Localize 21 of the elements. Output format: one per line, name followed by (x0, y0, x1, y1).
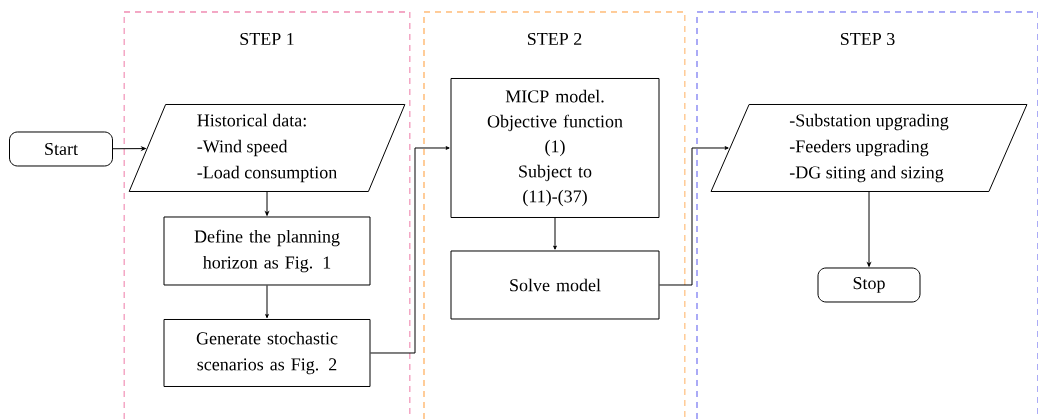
arrow (265, 285, 269, 319)
data-parallelogram: Historical data: -Wind speed -Load consumption (128, 104, 406, 192)
data-parallelogram: -Substation upgrading -Feeders upgrading -DG siting and sizing (710, 104, 1028, 192)
step-panel (123, 11, 411, 419)
step-heading: STEP 1 (240, 32, 294, 46)
arrow (112, 146, 146, 151)
arrow (370, 146, 450, 354)
arrow (867, 191, 871, 267)
step-heading: STEP 2 (527, 32, 582, 46)
step-panel (696, 11, 1038, 419)
arrow (659, 146, 729, 286)
terminal-box: Start (9, 131, 113, 167)
process-box: Solve model (450, 250, 660, 320)
arrow (265, 191, 269, 216)
arrow (553, 217, 557, 250)
process-box: MICP model. Objective function (1) Subject to (11)-(37) (450, 78, 660, 218)
process-box: Generate stochastic scenarios as Fig. 2 (163, 319, 371, 387)
step-heading: STEP 3 (840, 32, 895, 46)
step-panel (423, 11, 686, 419)
terminal-box: Stop (817, 267, 921, 303)
process-box: Define the planning horizon as Fig. 1 (163, 216, 371, 286)
